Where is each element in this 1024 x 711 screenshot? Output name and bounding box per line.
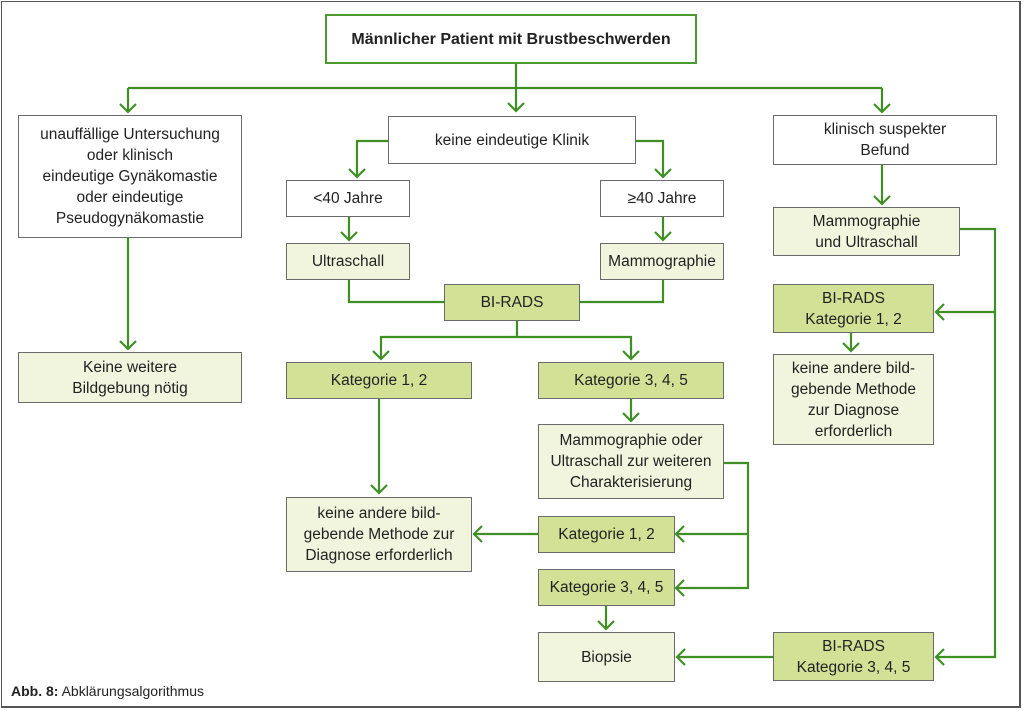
node-birads-3-4-5: BI-RADS Kategorie 3, 4, 5 — [773, 632, 934, 681]
node-birads: BI-RADS — [444, 284, 580, 321]
arrowhead-birads345 — [934, 648, 945, 666]
arrowhead-no-other-mid-b — [472, 525, 483, 543]
arrowhead-further-char — [622, 412, 640, 423]
line-mammo-us-split — [936, 227, 997, 659]
node-mammo-and-us: Mammographie und Ultraschall — [773, 207, 960, 256]
arrowhead-mammography — [654, 231, 672, 242]
line-to-under40 — [355, 139, 388, 177]
node-further-characterization: Mammographie oder Ultraschall zur weiter… — [538, 424, 724, 499]
line-to-over40 — [636, 139, 665, 177]
node-mammography: Mammographie — [600, 243, 724, 280]
arrowhead-biopsy — [597, 620, 615, 631]
node-biopsy: Biopsie — [538, 632, 675, 682]
arrowhead-mammo-us — [873, 195, 891, 206]
node-root: Männlicher Patient mit Brustbeschwerden — [325, 14, 697, 64]
line-birads-cat345 — [517, 335, 633, 359]
arrowhead-right-branch — [873, 103, 891, 114]
arrowhead-ultrasound — [340, 231, 358, 242]
node-birads-1-2: BI-RADS Kategorie 1, 2 — [773, 284, 934, 333]
node-unremarkable-exam: unauffällige Untersuchung oder klinisch … — [18, 115, 242, 238]
node-ultrasound: Ultraschall — [286, 243, 410, 280]
arrowhead-no-further — [119, 340, 137, 351]
node-category-1-2-followup: Kategorie 1, 2 — [538, 516, 675, 553]
node-category-3-4-5: Kategorie 3, 4, 5 — [538, 362, 724, 399]
arrowhead-mid-branch — [507, 102, 525, 113]
node-category-3-4-5-followup: Kategorie 3, 4, 5 — [538, 569, 675, 606]
node-under-40: <40 Jahre — [286, 180, 410, 217]
node-no-other-method-right: keine andere bild- gebende Methode zur D… — [773, 354, 934, 445]
line-birads-cat12 — [379, 321, 519, 359]
arrowhead-cat345-b — [674, 579, 685, 597]
arrowhead-no-other-right — [842, 342, 860, 353]
arrowhead-cat345 — [622, 350, 640, 361]
arrowhead-left-branch — [119, 103, 137, 114]
caption-label: Abb. 8: — [11, 683, 59, 699]
node-unclear-clinic: keine eindeutige Klinik — [388, 116, 636, 164]
arrowhead-biopsy-right — [675, 648, 686, 666]
node-clinically-suspect: klinisch suspekter Befund — [773, 115, 997, 165]
arrowhead-birads12 — [934, 303, 945, 321]
node-no-other-method-mid: keine andere bild- gebende Methode zur D… — [286, 497, 472, 572]
node-category-1-2: Kategorie 1, 2 — [286, 362, 472, 399]
node-over-40: ≥40 Jahre — [600, 180, 724, 217]
line-char-split — [676, 461, 750, 590]
arrowhead-no-other-mid — [370, 484, 388, 495]
line-us-birads — [347, 280, 444, 304]
node-no-further-imaging: Keine weitere Bildgebung nötig — [18, 352, 242, 403]
line-mammo-birads — [580, 280, 665, 304]
arrowhead-over40 — [654, 168, 672, 179]
arrowhead-cat12 — [372, 350, 390, 361]
caption-text: Abklärungsalgorithmus — [58, 683, 204, 699]
arrowhead-under40 — [348, 168, 366, 179]
arrowhead-cat12-b — [674, 525, 685, 543]
figure-caption: Abb. 8: Abklärungsalgorithmus — [11, 683, 204, 699]
